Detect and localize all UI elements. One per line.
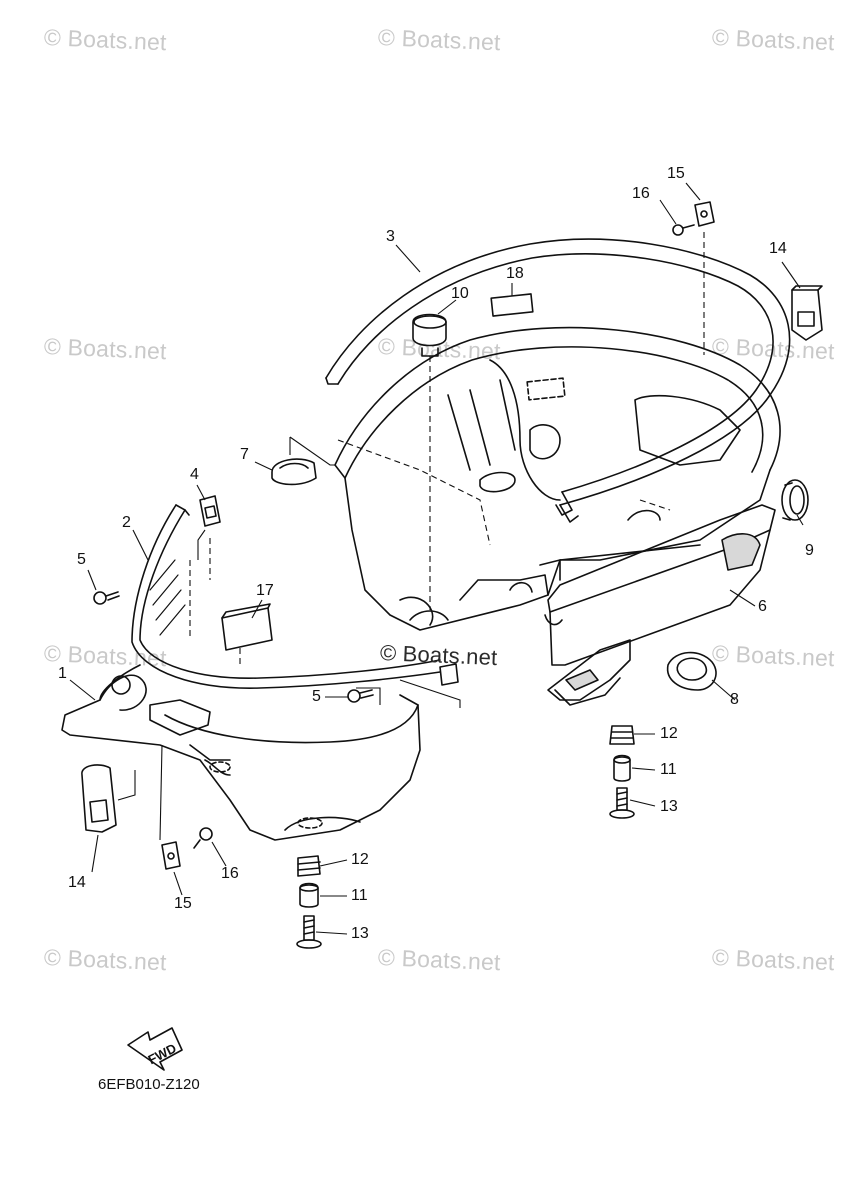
callout-8[interactable]: 8 xyxy=(730,691,739,708)
callout-16a[interactable]: 16 xyxy=(632,185,650,202)
callout-13b[interactable]: 13 xyxy=(351,925,369,942)
callout-12b[interactable]: 12 xyxy=(351,851,369,868)
part-18-label xyxy=(490,293,534,317)
part-1-apron xyxy=(61,664,421,841)
part-2-side-strip xyxy=(131,504,441,689)
callout-18[interactable]: 18 xyxy=(506,265,524,282)
diagram-code: 6EFB010-Z120 xyxy=(98,1076,200,1093)
part-10-grommet xyxy=(412,313,447,357)
part-4-clip xyxy=(199,495,221,527)
callout-1[interactable]: 1 xyxy=(58,665,67,682)
part-9-grommet xyxy=(781,479,809,521)
callout-13a[interactable]: 13 xyxy=(660,798,678,815)
callout-2[interactable]: 2 xyxy=(122,514,131,531)
callout-11a[interactable]: 11 xyxy=(660,761,677,778)
part-5-screw-left xyxy=(93,591,120,605)
part-17-pad xyxy=(221,603,273,651)
callout-9[interactable]: 9 xyxy=(805,542,814,559)
mount-stack-right xyxy=(609,725,635,819)
callout-17[interactable]: 17 xyxy=(256,582,274,599)
callout-7[interactable]: 7 xyxy=(240,446,249,463)
callout-12a[interactable]: 12 xyxy=(660,725,678,742)
part-16-screw-upper xyxy=(672,224,695,236)
part-8-grommet xyxy=(666,651,717,691)
part-6-rear-cover xyxy=(544,504,776,706)
callout-5a[interactable]: 5 xyxy=(77,551,86,568)
callout-11b[interactable]: 11 xyxy=(351,887,368,904)
callout-5b[interactable]: 5 xyxy=(312,688,321,705)
callout-16b[interactable]: 16 xyxy=(221,865,239,882)
part-7-grommet xyxy=(271,458,317,486)
part-14-bracket-upper xyxy=(791,285,823,341)
part-16-screw-lower xyxy=(193,827,213,849)
watermark-center-overlay: © Boats.net xyxy=(379,640,498,671)
callout-6[interactable]: 6 xyxy=(758,598,767,615)
mount-stack-left xyxy=(296,855,322,949)
callout-15a[interactable]: 15 xyxy=(667,165,685,182)
part-3-seal-strip xyxy=(325,238,791,523)
part-1-lower-cowling xyxy=(334,326,781,631)
callout-10[interactable]: 10 xyxy=(451,285,469,302)
callout-3[interactable]: 3 xyxy=(386,228,395,245)
part-14-bracket-lower xyxy=(81,764,117,833)
part-5-screw-center xyxy=(347,689,374,703)
callout-14b[interactable]: 14 xyxy=(68,874,86,891)
part-15-clip-lower xyxy=(161,841,181,870)
callout-4[interactable]: 4 xyxy=(190,466,199,483)
callout-14a[interactable]: 14 xyxy=(769,240,787,257)
callout-15b[interactable]: 15 xyxy=(174,895,192,912)
fwd-arrow-icon: FWD xyxy=(127,1027,183,1071)
part-15-clip-upper xyxy=(694,201,715,227)
